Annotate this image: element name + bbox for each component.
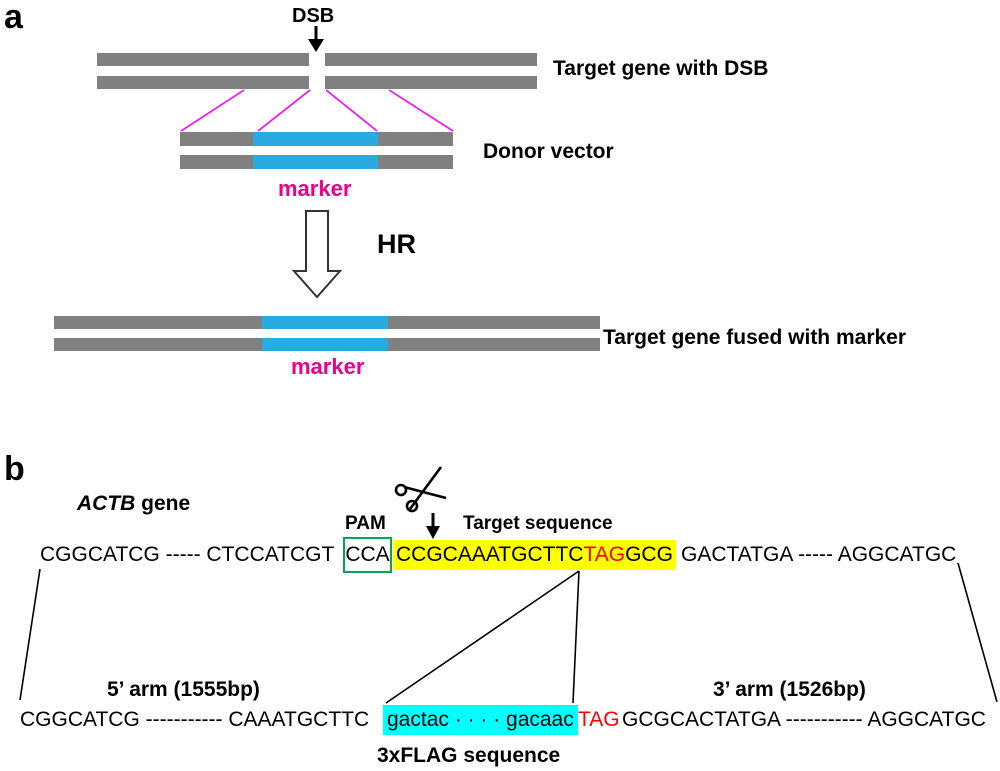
- donor-marker-segment: [253, 155, 378, 169]
- fused-marker-segment: [262, 338, 388, 351]
- gene-strand-bottom-left: [97, 76, 309, 89]
- seq-bottom-left: CGGCATCG ----------- CAAATGCTTC: [20, 708, 370, 731]
- scissors-icon: [394, 466, 447, 513]
- gene-strand-top-left: [97, 53, 309, 66]
- donor-vector-label: Donor vector: [483, 140, 614, 163]
- flag-sequence-caption: 3xFLAG sequence: [377, 744, 561, 767]
- target-gene-with-dsb-label: Target gene with DSB: [553, 57, 769, 80]
- seq-top-right: GACTATGA ----- AGGCATGC: [681, 543, 957, 566]
- fused-marker-segment: [262, 316, 388, 329]
- target-gene-fused-label: Target gene fused with marker: [603, 326, 907, 349]
- seq-bottom-right: GCGCACTATGA ----------- AGGCATGC: [622, 708, 986, 731]
- seq-top-left: CGGCATCG ----- CTCCATCGT: [40, 543, 335, 566]
- fused-strand-bottom: [54, 338, 600, 351]
- target-pre: CCGCAAATGCTTC: [396, 543, 584, 566]
- pam-label: PAM: [345, 513, 386, 534]
- pam-codon-box: CCA: [343, 537, 392, 573]
- hr-arrow-icon: [291, 210, 343, 299]
- donor-strand-bottom: [180, 155, 453, 169]
- actb-gene-label: ACTB gene: [77, 491, 190, 517]
- stop-codon-bottom: TAG: [578, 708, 620, 731]
- cut-site-arrow-icon: [426, 513, 440, 539]
- dsb-arrow-icon: [308, 26, 324, 52]
- target-sequence-label: Target sequence: [463, 513, 613, 534]
- marker-label-donor: marker: [278, 176, 352, 201]
- marker-label-result: marker: [291, 354, 365, 379]
- gene-name: ACTB: [77, 492, 136, 515]
- stop-codon-top: TAG: [583, 543, 626, 566]
- gene-suffix: gene: [135, 492, 191, 515]
- panel-b-label: b: [4, 450, 25, 488]
- gene-strand-bottom-right: [325, 76, 537, 89]
- gene-strand-top-right: [325, 53, 537, 66]
- flag-insert-highlight: gactac · · · · gacaac: [383, 705, 578, 735]
- panel-a-label: a: [4, 0, 23, 36]
- donor-strand-top: [180, 132, 453, 146]
- target-post: GCG: [625, 543, 673, 566]
- five-prime-arm-label: 5’ arm (1555bp): [107, 678, 260, 701]
- donor-marker-segment: [253, 132, 378, 146]
- fused-strand-top: [54, 316, 600, 329]
- hr-label: HR: [377, 229, 416, 259]
- target-sequence-highlight: CCGCAAATGCTTCTAGGCG: [393, 540, 676, 570]
- three-prime-arm-label: 3’ arm (1526bp): [713, 678, 866, 701]
- homology-lines: [180, 89, 454, 132]
- dsb-label: DSB: [292, 5, 335, 27]
